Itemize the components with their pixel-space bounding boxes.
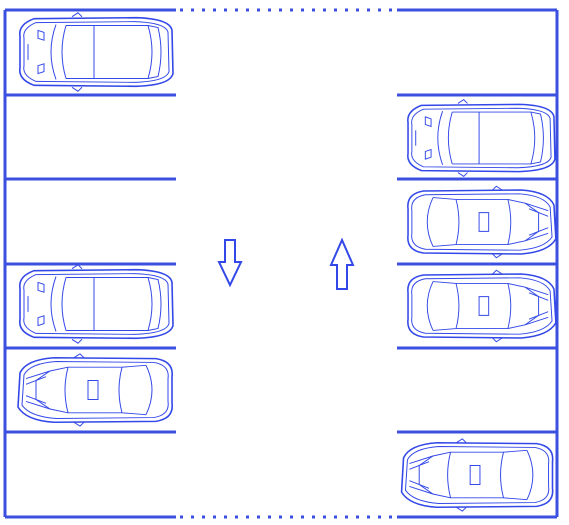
car-sedan-icon — [17, 353, 173, 427]
car-hatchback-icon — [18, 11, 174, 92]
left-stall-dividers — [5, 93, 176, 434]
car-hatchback-icon — [407, 98, 556, 178]
right-stall-dividers — [397, 93, 557, 434]
car-sedan-icon — [400, 438, 554, 512]
arrow-down-icon — [217, 239, 243, 288]
car-sedan-icon — [407, 185, 557, 259]
arrow-up-icon — [329, 237, 355, 290]
car-sedan-icon — [407, 269, 557, 343]
car-hatchback-icon — [18, 263, 174, 345]
